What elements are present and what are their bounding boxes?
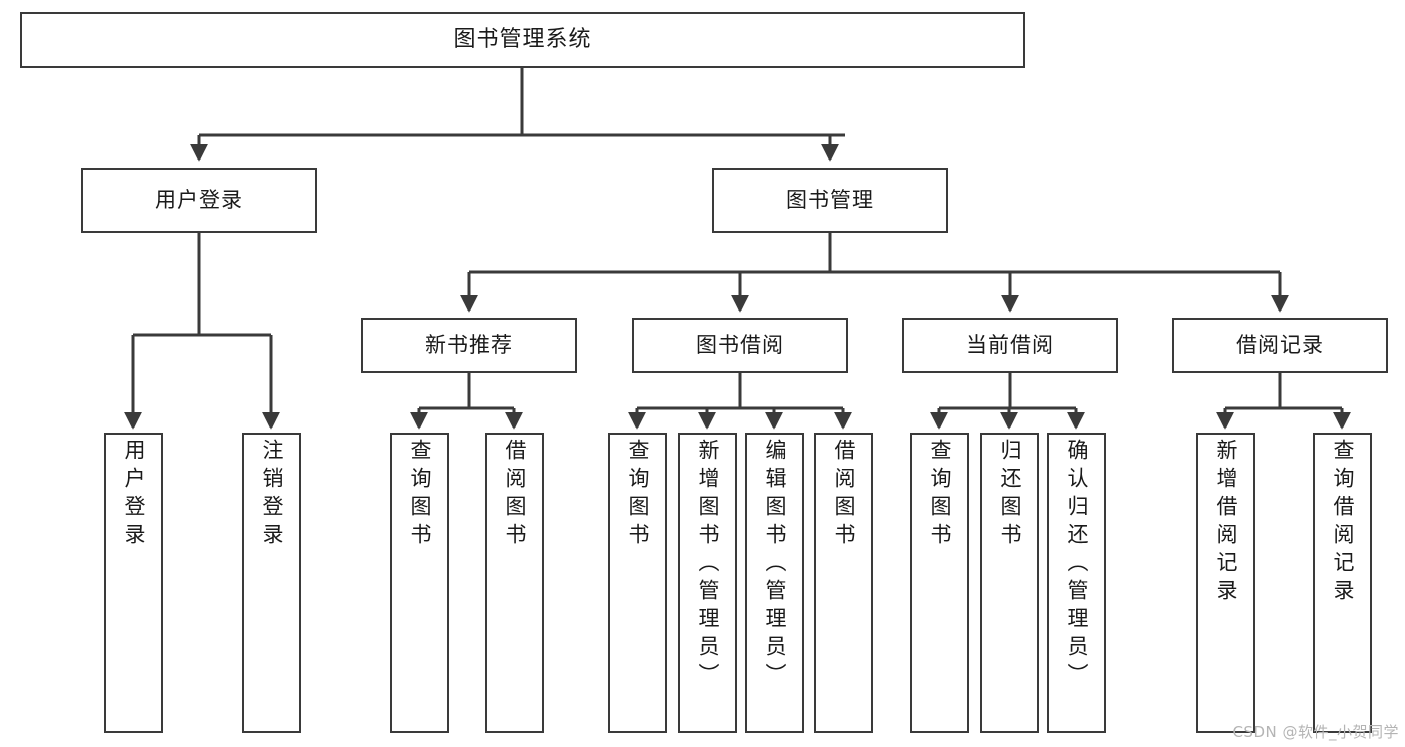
- node-label: 当前借阅: [966, 333, 1054, 358]
- node-label: 图书管理系统: [453, 27, 592, 53]
- node-label: 新书推荐: [425, 333, 513, 358]
- node-label: 用户登录: [122, 439, 146, 551]
- leaf-recommend-borrow-book[interactable]: 借阅图书: [485, 433, 544, 733]
- leaf-recommend-query-book[interactable]: 查询图书: [390, 433, 449, 733]
- leaf-current-confirm-return[interactable]: 确认归还（管理员）: [1047, 433, 1106, 733]
- node-new-book-recommend[interactable]: 新书推荐: [361, 318, 577, 373]
- leaf-user-login-signout[interactable]: 注销登录: [242, 433, 301, 733]
- node-label: 图书管理: [786, 188, 874, 213]
- node-label: 借阅记录: [1236, 333, 1324, 358]
- node-label: 查询图书: [408, 439, 432, 551]
- node-label: 借阅图书: [832, 439, 856, 551]
- node-book-management[interactable]: 图书管理: [712, 168, 948, 233]
- csdn-watermark: CSDN @软件_小贺同学: [1232, 723, 1399, 741]
- node-label: 新增图书（管理员）: [696, 439, 720, 691]
- leaf-current-query-book[interactable]: 查询图书: [910, 433, 969, 733]
- node-root-system[interactable]: 图书管理系统: [20, 12, 1025, 68]
- node-label: 注销登录: [260, 439, 284, 551]
- node-borrow-record[interactable]: 借阅记录: [1172, 318, 1388, 373]
- leaf-current-return-book[interactable]: 归还图书: [980, 433, 1039, 733]
- node-label: 归还图书: [998, 439, 1022, 551]
- leaf-user-login-signin[interactable]: 用户登录: [104, 433, 163, 733]
- node-label: 新增借阅记录: [1214, 439, 1238, 607]
- node-book-borrow[interactable]: 图书借阅: [632, 318, 848, 373]
- leaf-borrow-add-book[interactable]: 新增图书（管理员）: [678, 433, 737, 733]
- node-label: 确认归还（管理员）: [1065, 439, 1089, 691]
- leaf-borrow-edit-book[interactable]: 编辑图书（管理员）: [745, 433, 804, 733]
- node-label: 借阅图书: [503, 439, 527, 551]
- leaf-record-add-record[interactable]: 新增借阅记录: [1196, 433, 1255, 733]
- node-user-login[interactable]: 用户登录: [81, 168, 317, 233]
- node-label: 查询图书: [928, 439, 952, 551]
- node-label: 编辑图书（管理员）: [763, 439, 787, 691]
- node-label: 用户登录: [155, 188, 243, 213]
- node-label: 图书借阅: [696, 333, 784, 358]
- leaf-borrow-query-book[interactable]: 查询图书: [608, 433, 667, 733]
- node-current-borrow[interactable]: 当前借阅: [902, 318, 1118, 373]
- leaf-record-query-record[interactable]: 查询借阅记录: [1313, 433, 1372, 733]
- node-label: 查询图书: [626, 439, 650, 551]
- leaf-borrow-borrow-book[interactable]: 借阅图书: [814, 433, 873, 733]
- node-label: 查询借阅记录: [1331, 439, 1355, 607]
